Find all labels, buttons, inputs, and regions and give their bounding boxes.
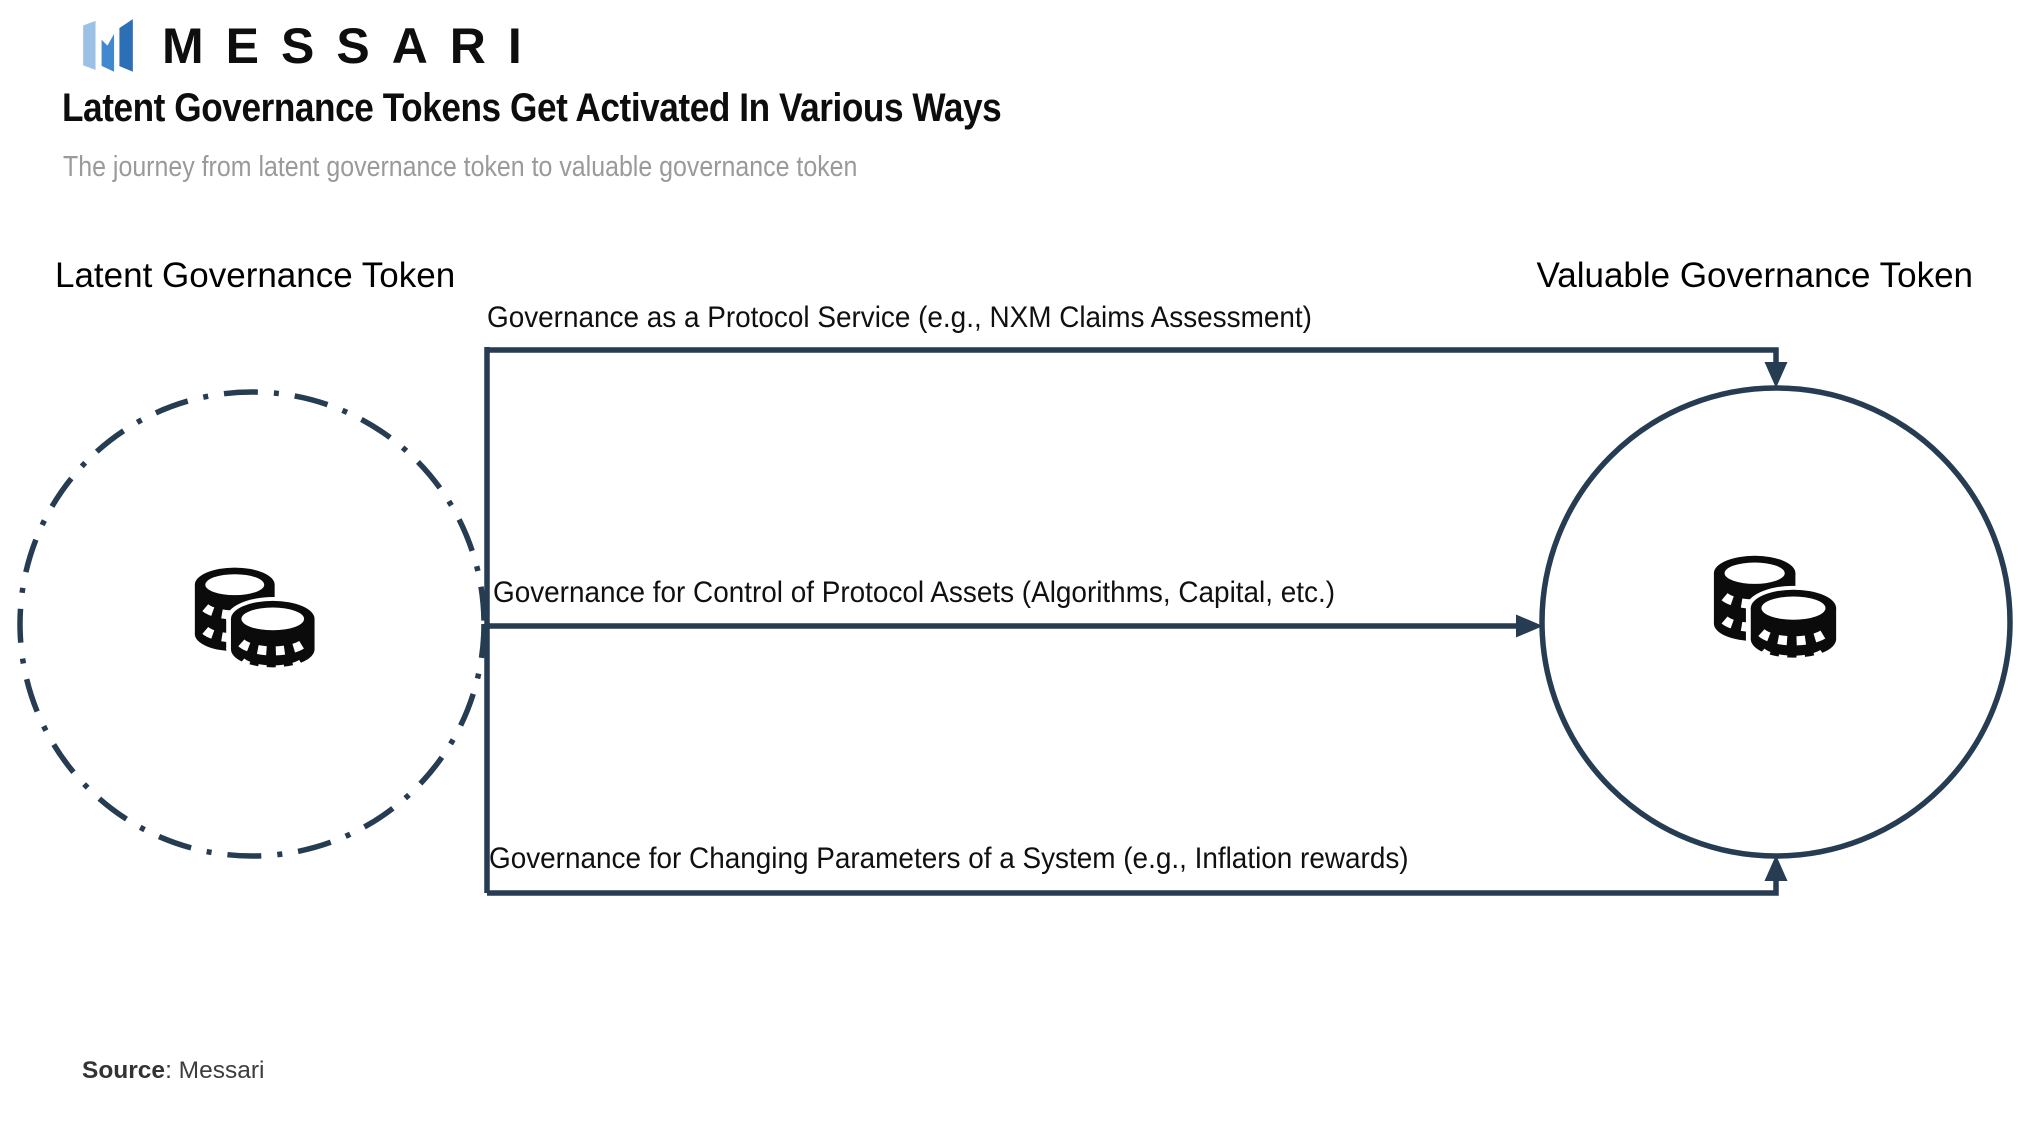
- figure-subtitle: The journey from latent governance token…: [63, 151, 858, 183]
- figure-title: Latent Governance Tokens Get Activated I…: [62, 86, 1002, 130]
- arrowhead-down-icon: [1764, 362, 1788, 388]
- source-line: Source: Messari: [82, 1057, 264, 1085]
- arrowhead-up-icon: [1764, 855, 1788, 881]
- changing-parameters-arrow: [487, 855, 1788, 896]
- messari-logo: MESSARI: [74, 12, 544, 76]
- valuable-node-label: Valuable Governance Token: [1536, 256, 1973, 295]
- coins-icon-valuable: [1714, 556, 1841, 662]
- arrowhead-right-icon: [1516, 614, 1543, 638]
- path-label-protocol-service: Governance as a Protocol Service (e.g., …: [487, 301, 1312, 334]
- latent-node-label: Latent Governance Token: [55, 256, 456, 295]
- path-label-protocol-assets: Governance for Control of Protocol Asset…: [493, 576, 1336, 609]
- messari-logo-text: MESSARI: [162, 18, 544, 74]
- protocol-service-arrow: [487, 347, 1788, 388]
- messari-logo-mark-icon: [83, 19, 133, 72]
- coins-icon-latent: [195, 568, 319, 672]
- protocol-assets-arrow: [485, 614, 1543, 638]
- latent-token-circle: [17, 389, 487, 859]
- source-value: : Messari: [165, 1057, 265, 1084]
- path-label-changing-parameters: Governance for Changing Parameters of a …: [489, 842, 1409, 875]
- source-label: Source: [82, 1057, 166, 1084]
